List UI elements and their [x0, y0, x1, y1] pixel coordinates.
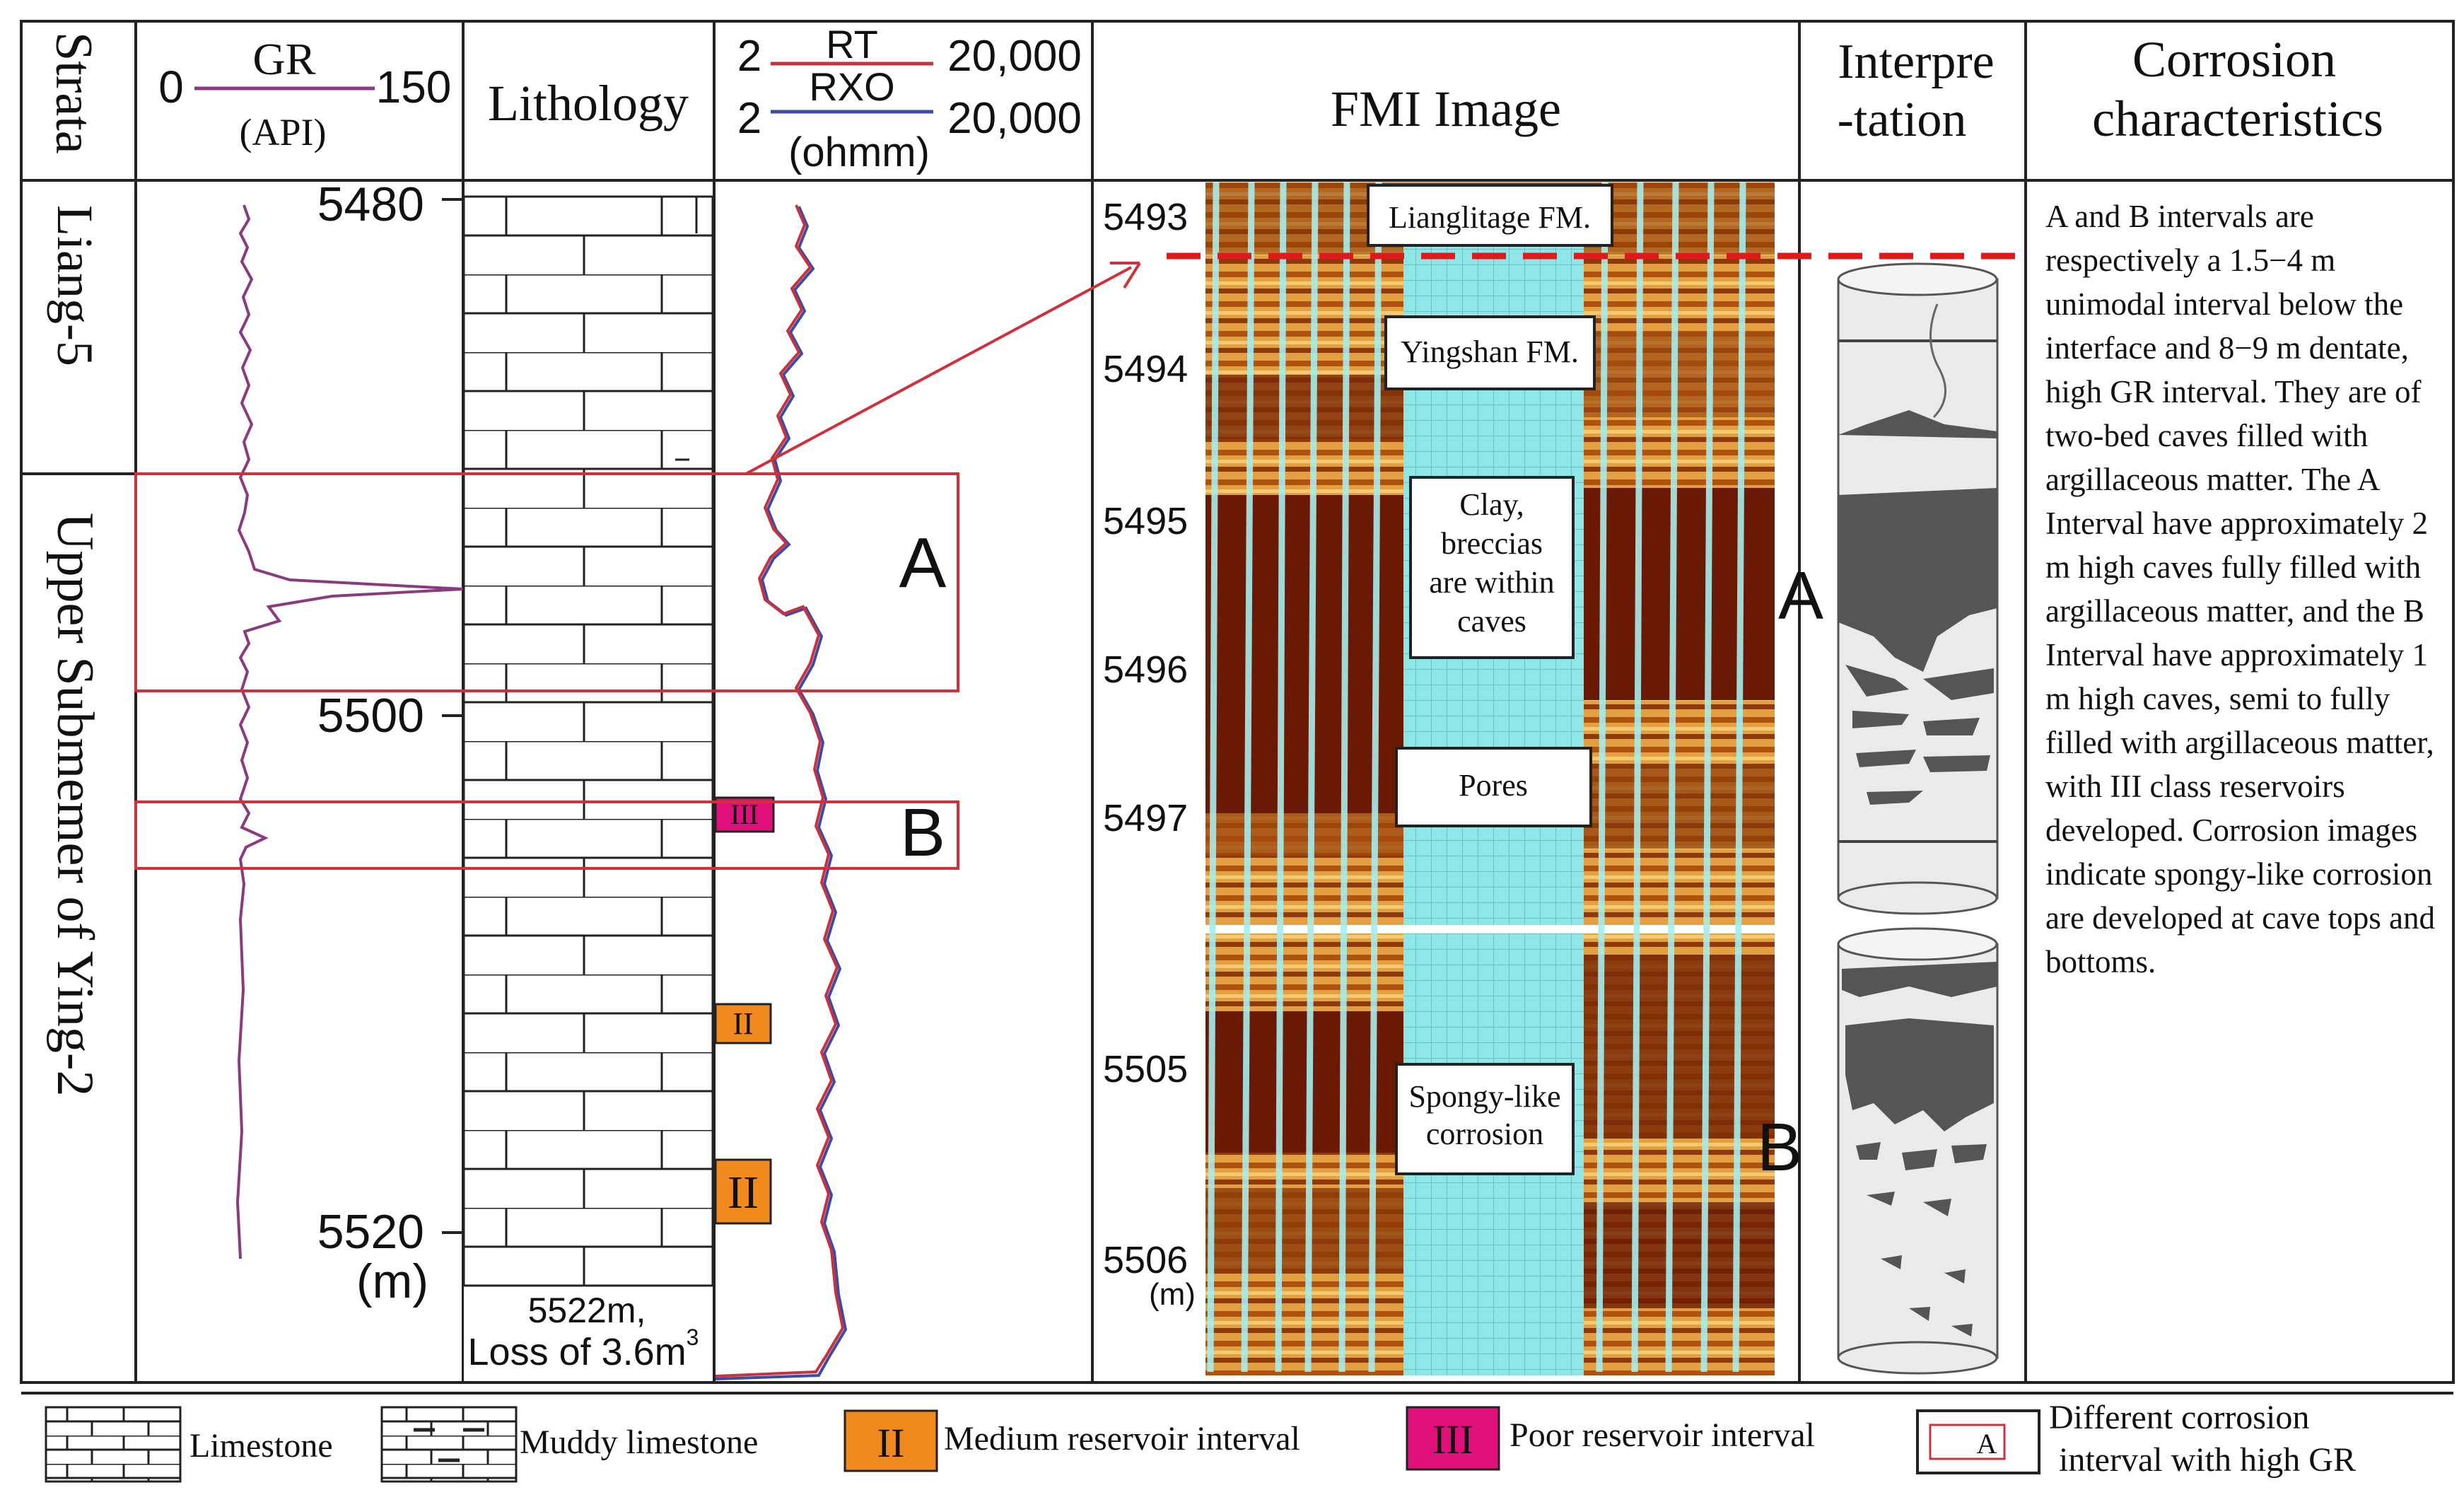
high-gr-intervals: A B [134, 472, 959, 871]
gr-curve [235, 204, 464, 1259]
gr-header-name: GR [253, 34, 316, 84]
legend-poor-symbol: III [1432, 1416, 1473, 1462]
callout-lianglitage: Lianglitage FM. [1389, 200, 1591, 235]
loss-note-line2: Loss of 3.6m3 [468, 1325, 699, 1373]
interval-b-box [134, 801, 959, 870]
core-top [1837, 262, 1999, 915]
gr-header-unit: (API) [240, 111, 327, 153]
legend-interval-label-1: Different corrosion [2049, 1399, 2309, 1436]
callout-clay-2: breccias [1441, 526, 1543, 561]
callout-spongy-box [1395, 1063, 1575, 1175]
depth-5480: 5480 [317, 177, 424, 231]
interval-a-box [134, 472, 959, 692]
depth-scale: 5480 5500 5520 (m) [317, 177, 463, 1308]
depth-5520: 5520 [317, 1205, 424, 1259]
fmi-depth-5496: 5496 [1103, 648, 1188, 691]
class-ii-marker-2 [714, 1158, 772, 1225]
gr-header-max: 150 [376, 62, 452, 112]
legend-limestone-swatch [45, 1406, 182, 1483]
corrosion-header-line2: characteristics [2092, 91, 2383, 147]
legend-medium-swatch [843, 1409, 938, 1472]
legend-interval-swatch [1929, 1424, 2006, 1460]
class-iii-marker-label: III [730, 798, 759, 830]
legend-medium-symbol: II [877, 1420, 905, 1466]
legend-medium-label: Medium reservoir interval [944, 1420, 1300, 1457]
interp-header-line1: Interpre [1838, 35, 1995, 89]
rxo-curve [715, 206, 848, 1380]
fmi-header: FMI Image [1331, 81, 1561, 137]
rt-header-min: 2 [737, 32, 761, 81]
corrosion-header-line1: Corrosion [2132, 31, 2336, 88]
loss-note-line1: 5522m, [528, 1291, 646, 1330]
fmi-depth-5494: 5494 [1103, 348, 1188, 390]
fmi-interval-a-label: A [1778, 558, 1823, 634]
strata-column: Liang-5 Upper Submemer of Ying-2 [46, 205, 104, 1097]
legend-interval-symbol: A [1977, 1428, 1997, 1460]
callout-yingshan: Yingshan FM. [1401, 334, 1579, 369]
interpretation-column [1837, 262, 1999, 1375]
core-bottom [1837, 927, 1999, 1375]
rxo-header-name: RXO [809, 64, 894, 109]
callout-clay-3: are within [1429, 565, 1554, 600]
strata-lower-label: Upper Submemer of Ying-2 [46, 513, 104, 1097]
rt-header-name: RT [826, 22, 878, 66]
fmi-depth-5493: 5493 [1103, 196, 1188, 238]
legend-interval-swatch-frame [1916, 1409, 2040, 1474]
strata-upper-label: Liang-5 [47, 205, 103, 366]
callout-spongy-1: Spongy-like [1408, 1079, 1560, 1114]
interval-b-label: B [900, 795, 945, 871]
class-ii-marker-1-label: II [732, 1006, 753, 1041]
fmi-depth-5505: 5505 [1103, 1048, 1188, 1090]
legend: Limestone Muddy limestone II Medium rese… [45, 1399, 2356, 1483]
zoom-arrow [745, 266, 1132, 475]
interval-a-label: A [899, 523, 947, 602]
callout-spongy-2: corrosion [1426, 1117, 1543, 1151]
gr-header-min: 0 [158, 62, 184, 112]
lithology-column: 5522m, Loss of 3.6m3 [462, 195, 714, 1381]
callout-pores-box [1395, 747, 1592, 827]
limestone-column [462, 195, 714, 1287]
formation-boundary [745, 252, 2029, 475]
fmi-depth-5497: 5497 [1103, 797, 1188, 839]
fmi-depth-5495: 5495 [1103, 500, 1188, 542]
resistivity-column [715, 204, 848, 1380]
legend-interval-label-2: interval with high GR [2059, 1441, 2356, 1479]
callout-pores: Pores [1459, 768, 1528, 803]
depth-5500: 5500 [317, 689, 424, 743]
fmi-image: 5493 5494 5495 5496 5497 5505 5506 (m) L… [1103, 182, 1823, 1375]
callout-clay-1: Clay, [1459, 487, 1524, 522]
frame [20, 20, 2455, 1395]
depth-unit: (m) [356, 1254, 428, 1308]
callout-yingshan-box [1384, 315, 1596, 390]
fmi-depth-unit: (m) [1149, 1277, 1196, 1312]
class-ii-marker-1 [714, 1003, 772, 1044]
res-header-unit: (ohmm) [788, 129, 930, 175]
legend-poor-swatch [1406, 1406, 1500, 1471]
interp-header-line2: -tation [1838, 93, 1967, 147]
legend-muddy-label: Muddy limestone [520, 1424, 758, 1461]
rt-header-max: 20,000 [947, 32, 1082, 81]
lithology-header: Lithology [488, 75, 689, 132]
reservoir-markers: III II II [714, 796, 775, 1225]
legend-poor-label: Poor reservoir interval [1510, 1416, 1815, 1454]
fmi-depth-5506: 5506 [1103, 1239, 1188, 1281]
callout-clay-box [1409, 476, 1575, 659]
rxo-header-max: 20,000 [947, 94, 1082, 143]
rxo-header-min: 2 [737, 94, 761, 143]
legend-muddy-swatch [380, 1406, 518, 1483]
callout-lianglitage-box [1367, 184, 1613, 247]
rt-curve [715, 204, 845, 1378]
corrosion-description: A and B intervals are respectively a 1.5… [2045, 199, 2435, 979]
class-ii-marker-2-label: II [728, 1167, 759, 1218]
column-headers: Strata GR 0 150 (API) Lithology RT 2 20,… [45, 22, 2383, 175]
zoom-arrow-head [1110, 262, 1141, 289]
callout-clay-4: caves [1457, 604, 1526, 639]
strata-header: Strata [45, 32, 103, 154]
legend-limestone-label: Limestone [189, 1427, 333, 1465]
fmi-interval-b-label: B [1757, 1110, 1802, 1185]
